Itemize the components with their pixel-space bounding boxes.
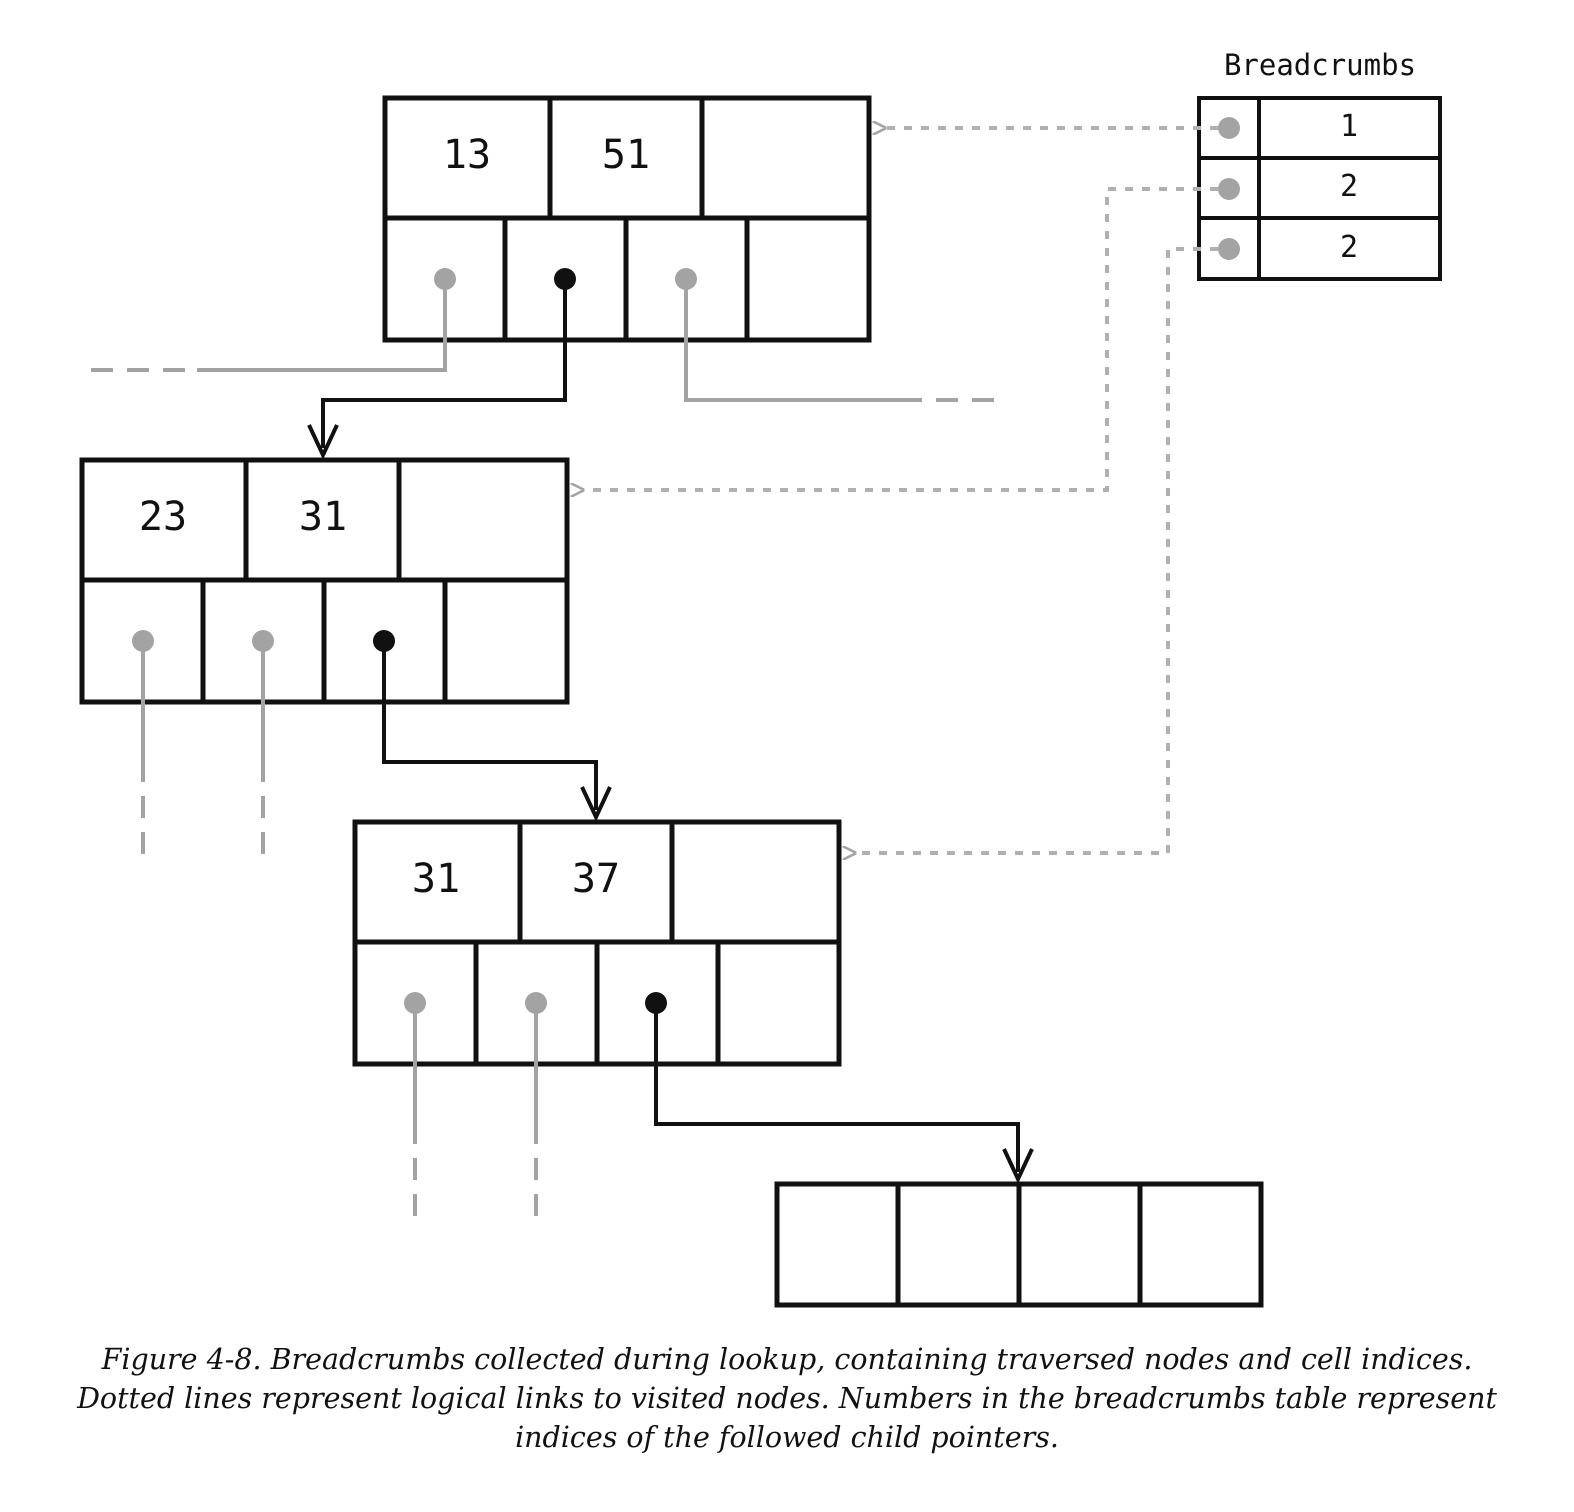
node-2-key-2: 31	[299, 494, 347, 540]
figure-caption: Figure 4-8. Breadcrumbs collected during…	[40, 1340, 1534, 1457]
node-3: 31 37	[352, 819, 842, 1067]
breadcrumb-index-3: 2	[1340, 230, 1358, 265]
breadcrumbs-title: Breadcrumbs	[1224, 48, 1416, 82]
node-3-key-1: 31	[412, 856, 460, 902]
breadcrumb-link-node-2	[582, 187, 1218, 490]
followed-link-3	[654, 1003, 1034, 1184]
followed-link-2	[382, 641, 612, 822]
caption-line-1: Figure 4-8. Breadcrumbs collected during…	[101, 1343, 1473, 1376]
breadcrumb-pointer-1	[1218, 117, 1240, 139]
node-1: 13 51	[382, 95, 872, 343]
node-2: 23 31	[79, 457, 570, 705]
breadcrumb-link-node-3	[854, 247, 1218, 853]
caption-line-2: Dotted lines represent logical links to …	[77, 1382, 1497, 1415]
breadcrumb-index-1: 1	[1340, 109, 1358, 144]
node-1-key-1: 13	[443, 132, 491, 178]
breadcrumb-pointer-2	[1218, 178, 1240, 200]
node-2-key-1: 23	[139, 494, 187, 540]
btree-breadcrumbs-diagram: 13 51 23 31	[79, 48, 1442, 1308]
node-1-key-2: 51	[602, 132, 650, 178]
breadcrumb-index-2: 2	[1340, 169, 1358, 204]
breadcrumbs-table: 1 2 2	[1197, 96, 1442, 281]
node-2-child-links	[141, 641, 265, 855]
node-1-sibling-links	[80, 279, 1005, 402]
node-3-child-links	[413, 1003, 538, 1217]
followed-link-1	[307, 279, 567, 460]
caption-line-3: indices of the followed child pointers.	[515, 1421, 1059, 1454]
node-3-key-2: 37	[572, 856, 620, 902]
leaf-node	[774, 1181, 1264, 1308]
breadcrumb-pointer-3	[1218, 238, 1240, 260]
